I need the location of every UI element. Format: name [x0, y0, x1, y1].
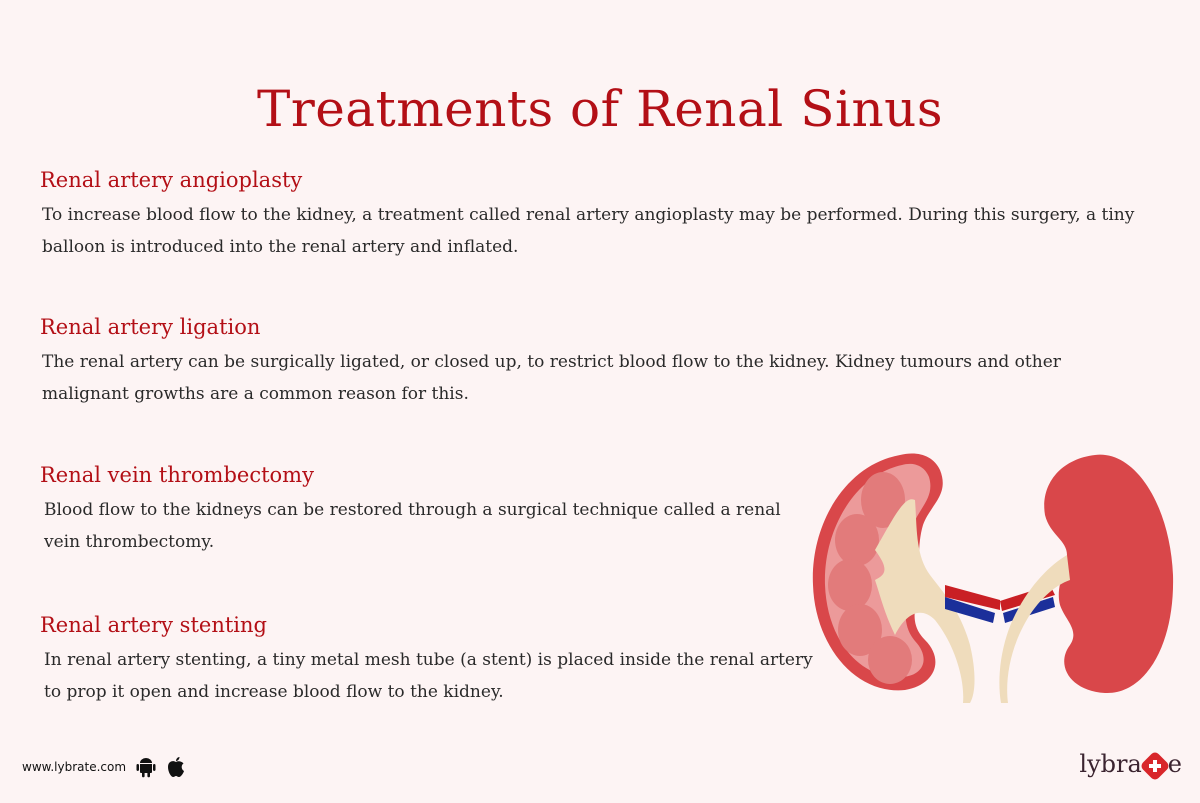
- section-body: In renal artery stenting, a tiny metal m…: [44, 650, 813, 702]
- section-body: Blood flow to the kidneys can be restore…: [44, 500, 781, 552]
- section-body: To increase blood flow to the kidney, a …: [42, 205, 1135, 257]
- section-heading: Renal artery angioplasty: [40, 168, 303, 192]
- section-stenting: Renal artery stenting In renal artery st…: [40, 610, 830, 708]
- section-heading: Renal vein thrombectomy: [40, 463, 314, 487]
- section-angioplasty: Renal artery angioplasty To increase blo…: [40, 165, 1150, 263]
- apple-icon[interactable]: [166, 756, 186, 778]
- footer-links: www.lybrate.com: [22, 756, 186, 778]
- section-heading: Renal artery ligation: [40, 315, 261, 339]
- kidney-icon: [999, 454, 1174, 703]
- website-link[interactable]: www.lybrate.com: [22, 760, 127, 774]
- brand-text-suffix: e: [1167, 750, 1182, 778]
- kidney-cross-section-icon: [812, 453, 1000, 703]
- section-ligation: Renal artery ligation The renal artery c…: [40, 312, 1150, 410]
- section-heading: Renal artery stenting: [40, 613, 267, 637]
- kidneys-illustration: [812, 453, 1174, 703]
- brand-text-prefix: lybra: [1079, 750, 1142, 778]
- section-body: The renal artery can be surgically ligat…: [42, 352, 1061, 404]
- page-title: Treatments of Renal Sinus: [256, 79, 944, 138]
- lybrate-logo: lybra e: [1079, 750, 1182, 782]
- android-icon[interactable]: [136, 756, 156, 778]
- section-thrombectomy: Renal vein thrombectomy Blood flow to th…: [40, 460, 820, 558]
- medical-plus-icon: [1139, 750, 1171, 782]
